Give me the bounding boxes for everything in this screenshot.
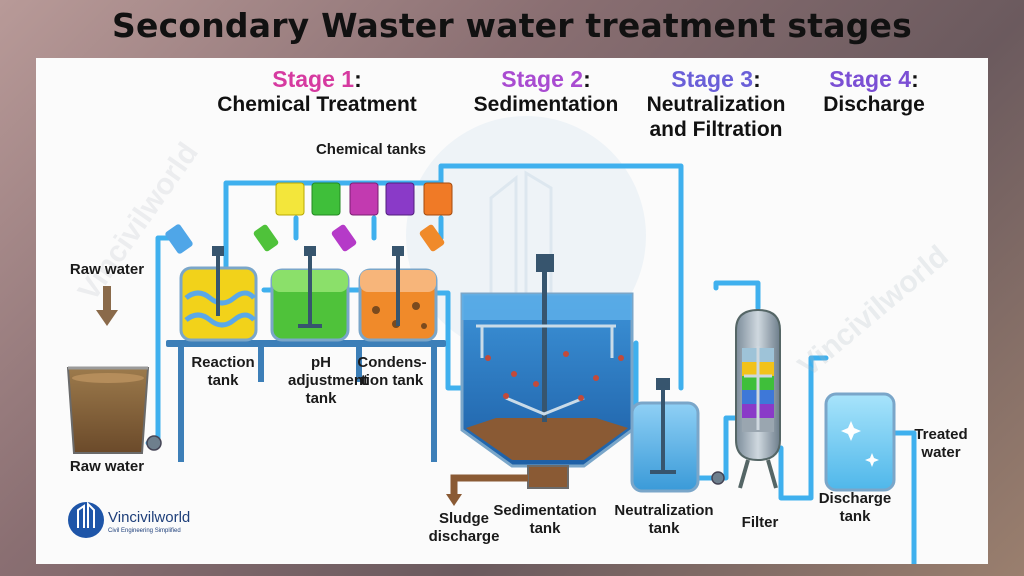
condensation-tank xyxy=(358,246,438,342)
raw-water-tank xyxy=(66,366,150,454)
sedimentation-tank-label: Sedimentation tank xyxy=(493,502,597,537)
filter-vessel xyxy=(735,308,781,489)
dosing-bottles xyxy=(165,224,445,254)
valve-icon xyxy=(146,435,162,451)
stage-1-header: Stage 1: Chemical Treatment xyxy=(212,66,422,117)
diagram-panel: Stage 1: Chemical Treatment Stage 2: Sed… xyxy=(36,58,988,564)
raw-water-arrow-icon xyxy=(96,286,118,326)
raw-water-bottom-label: Raw water xyxy=(69,458,145,475)
neutralization-tank xyxy=(630,378,700,493)
title-banner: Secondary Waster water treatment stages xyxy=(0,0,1024,52)
neutralization-tank-label: Neutralization tank xyxy=(614,502,714,537)
pipe-network xyxy=(145,163,917,564)
stage-3-name: Neutralization and Filtration xyxy=(646,93,786,141)
discharge-tank-label: Discharge tank xyxy=(818,490,892,525)
chemical-feed-pipe xyxy=(438,163,684,391)
treated-water-label: Treated water xyxy=(914,426,968,461)
filter-to-discharge-pipe xyxy=(778,355,829,501)
stage-1-name: Chemical Treatment xyxy=(217,93,417,116)
filter-label: Filter xyxy=(741,514,779,531)
sedimentation-tank xyxy=(460,254,634,489)
ph-tank-label: pH adjustment tank xyxy=(288,354,369,407)
reaction-tank-label: Reaction tank xyxy=(191,354,255,389)
condensation-tank-label: Condens- tion tank xyxy=(357,354,427,389)
neut-to-filter-pipe xyxy=(693,415,739,481)
support-frame xyxy=(166,340,446,462)
stage-4-prefix: Stage xyxy=(829,66,892,92)
process-diagram xyxy=(66,116,917,564)
treated-water-pipe xyxy=(891,430,917,564)
stage-2-name: Sedimentation xyxy=(473,93,619,116)
filter-inlet-pipe xyxy=(713,280,761,311)
stage-1-number: 1 xyxy=(341,66,355,92)
discharge-tank xyxy=(824,392,896,492)
logo-name: Vincivilworld xyxy=(108,509,191,526)
stage-3-prefix: Stage xyxy=(671,66,734,92)
stage-3-header: Stage 3: Neutralization and Filtration xyxy=(642,66,790,142)
stage-4-name: Discharge xyxy=(823,93,925,116)
chemical-tanks-label: Chemical tanks xyxy=(315,141,427,158)
raw-water-top-label: Raw water xyxy=(69,261,145,278)
sludge-discharge-label: Sludge discharge xyxy=(428,510,500,545)
reaction-tank xyxy=(179,246,258,342)
stage-2-prefix: Stage xyxy=(501,66,564,92)
cond-to-sed-pipe xyxy=(433,290,467,391)
chemical-tanks xyxy=(275,182,453,216)
stage-4-header: Stage 4: Discharge xyxy=(814,66,934,117)
ph-adjustment-tank xyxy=(270,246,350,342)
stage-4-number: 4 xyxy=(898,66,912,92)
stage-1-prefix: Stage xyxy=(272,66,335,92)
sludge-outlet xyxy=(446,474,528,506)
stage-3-number: 3 xyxy=(740,66,754,92)
logo-icon xyxy=(68,501,104,538)
stage-2-number: 2 xyxy=(570,66,584,92)
valve-icon xyxy=(711,471,725,485)
page-title: Secondary Waster water treatment stages xyxy=(112,6,912,45)
stage-2-header: Stage 2: Sedimentation xyxy=(466,66,626,117)
logo-tagline: Civil Engineering Simplified xyxy=(108,528,181,534)
